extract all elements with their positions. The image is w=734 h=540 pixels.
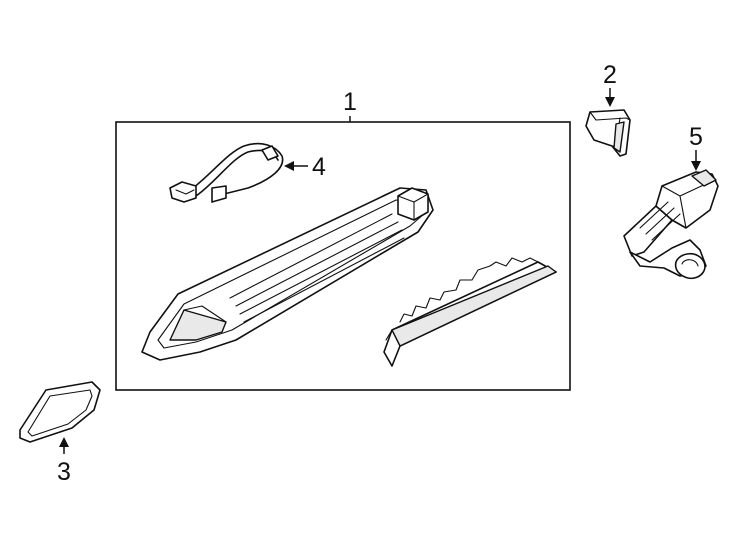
callout-2-arrow — [605, 97, 615, 107]
bulb-socket — [623, 169, 719, 280]
lamp-housing — [141, 187, 434, 361]
led-strip — [383, 257, 557, 367]
assembly-box — [115, 121, 571, 391]
callout-2: 2 — [603, 61, 617, 89]
callout-3-arrow — [59, 437, 69, 447]
callout-4-arrow — [284, 161, 294, 171]
lens-cover — [19, 381, 101, 443]
callout-5-arrow — [691, 161, 701, 171]
callout-4: 4 — [312, 153, 326, 181]
callout-3: 3 — [57, 458, 71, 486]
wire-harness — [169, 142, 284, 203]
callout-1: 1 — [343, 88, 357, 116]
callout-5: 5 — [689, 123, 703, 151]
bracket-part — [585, 109, 631, 157]
